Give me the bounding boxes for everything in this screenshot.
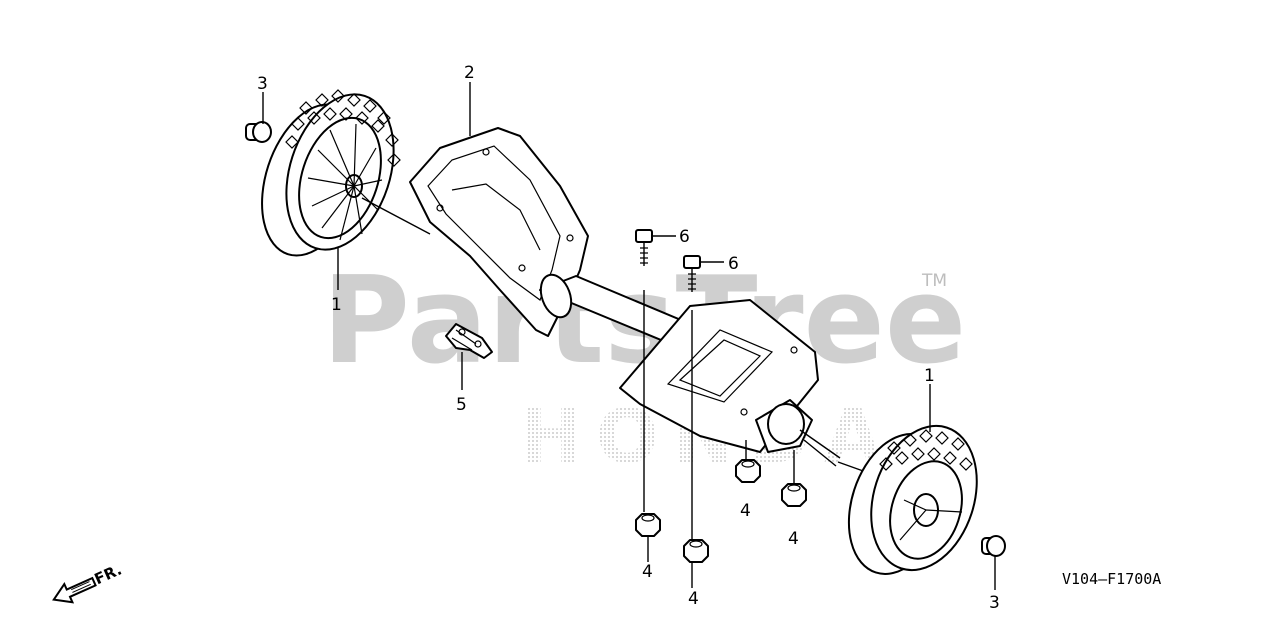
callout-wheel-left: 1 — [331, 295, 342, 315]
callout-cap-left: 3 — [257, 74, 268, 94]
callout-axle-bracket: 2 — [464, 63, 475, 83]
callout-cap-right: 3 — [989, 593, 1000, 613]
left-wheel-axle-line — [361, 197, 431, 235]
callout-clip: 5 — [456, 395, 467, 415]
nut-a — [635, 513, 661, 537]
trademark-mark: TM — [921, 271, 947, 291]
right-wheel-cap — [981, 535, 1006, 557]
callout-nut-b: 4 — [688, 589, 699, 609]
callout-bolt-a: 6 — [679, 227, 690, 247]
front-direction-label: FR. — [92, 561, 125, 589]
right-wheel-axle-line — [837, 461, 867, 473]
nut-d — [781, 483, 807, 507]
callout-nut-c: 4 — [740, 501, 751, 521]
callout-nut-d: 4 — [788, 529, 799, 549]
diagram-code: V104—F1700A — [1062, 570, 1161, 588]
axle-housing — [619, 299, 841, 467]
axle-bracket — [409, 127, 701, 353]
nut-b — [683, 539, 709, 563]
callout-nut-a: 4 — [642, 562, 653, 582]
front-direction-arrow: FR. — [52, 561, 125, 604]
nut-c — [735, 459, 761, 483]
right-wheel — [847, 424, 978, 575]
callout-bolt-b: 6 — [728, 254, 739, 274]
clip — [445, 323, 493, 359]
callout-wheel-right: 1 — [924, 366, 935, 386]
left-wheel — [261, 89, 401, 257]
left-wheel-cap — [245, 121, 272, 143]
